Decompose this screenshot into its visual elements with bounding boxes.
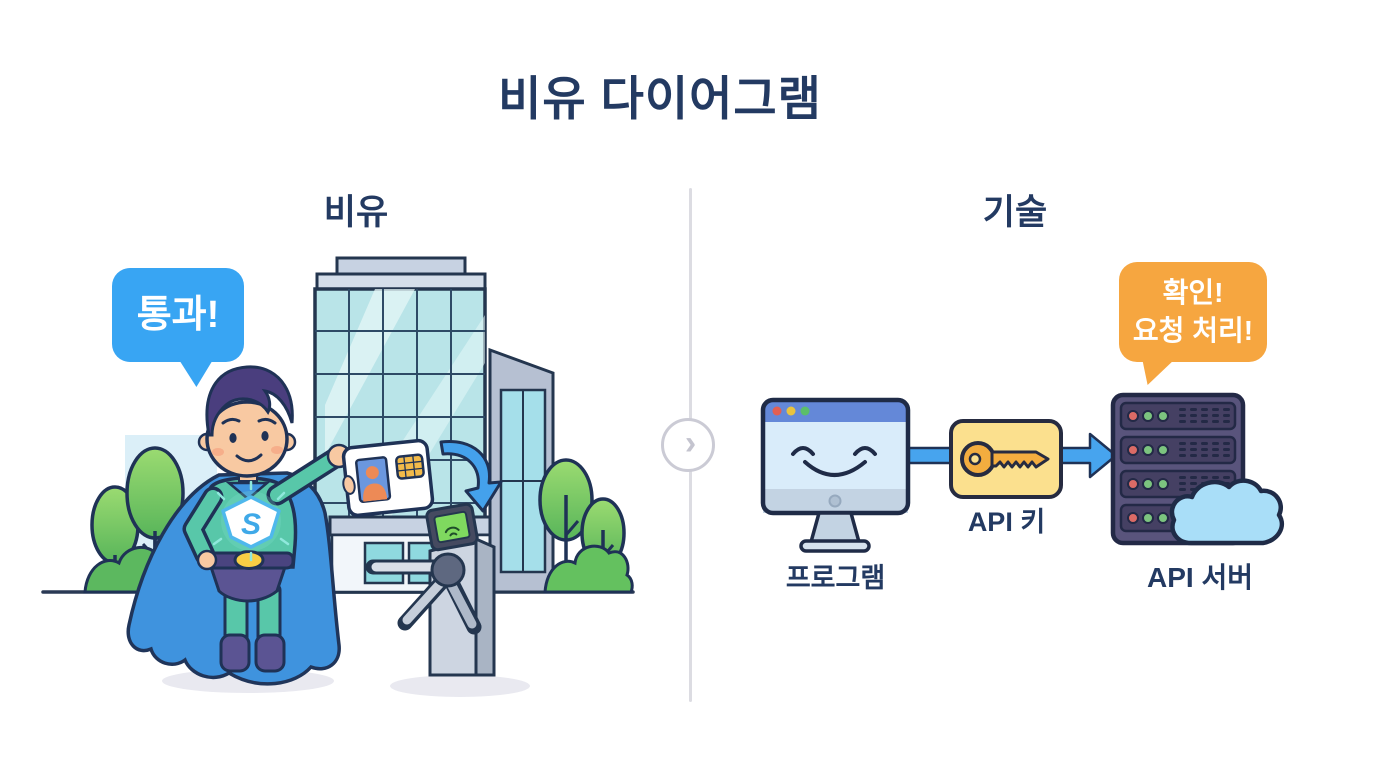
shadow [390,675,530,697]
speech-bubble-confirm: 확인! 요청 처리! [1119,262,1267,362]
divider-chevron-icon: › [661,418,715,472]
computer-icon [760,397,911,553]
window-title-bar [763,400,908,422]
smiley-face-icon [791,446,877,477]
superhero-character: S [126,365,435,693]
key-icon [960,441,1050,477]
curved-arrow-icon [439,439,503,513]
speech-bubble-confirm-line2: 요청 처리! [1132,315,1254,346]
monitor-stand [808,511,862,544]
api-key-label: API 키 [967,507,1046,537]
hair [205,365,294,437]
cloud-icon [1169,478,1285,546]
api-server-label: API 서버 [1147,562,1253,593]
program-label: 프로그램 [785,563,886,593]
speech-bubble-pass: 통과! [112,268,244,362]
green-dot-icon [800,406,810,416]
bush-icon [543,544,634,594]
server-icon [1110,392,1285,546]
left-section-header: 비유 [323,193,389,232]
glass-annex [488,347,555,594]
chip-icon [395,453,425,480]
id-card-icon [341,438,435,518]
yellow-dot-icon [786,406,796,416]
card-reader-icon [425,502,479,552]
led-lights [1127,410,1169,524]
page-title: 비유 다이어그램 [498,72,822,125]
red-dot-icon [772,406,782,416]
speech-bubble-confirm-line1: 확인! [1162,277,1224,308]
right-section-header: 기술 [982,193,1048,232]
api-key-icon [949,419,1063,499]
speech-bubble-pass-text: 통과! [136,294,220,336]
emblem-badge: S [212,480,290,562]
chevron-right-icon: › [684,424,697,462]
emblem-letter: S [241,508,261,541]
collar [225,481,271,501]
tree-icon [538,458,626,592]
turnstile-icon [365,502,530,697]
speech-bubble-tail [1142,358,1176,385]
analogy-scene: S [41,256,635,697]
belt-buckle [233,550,265,570]
